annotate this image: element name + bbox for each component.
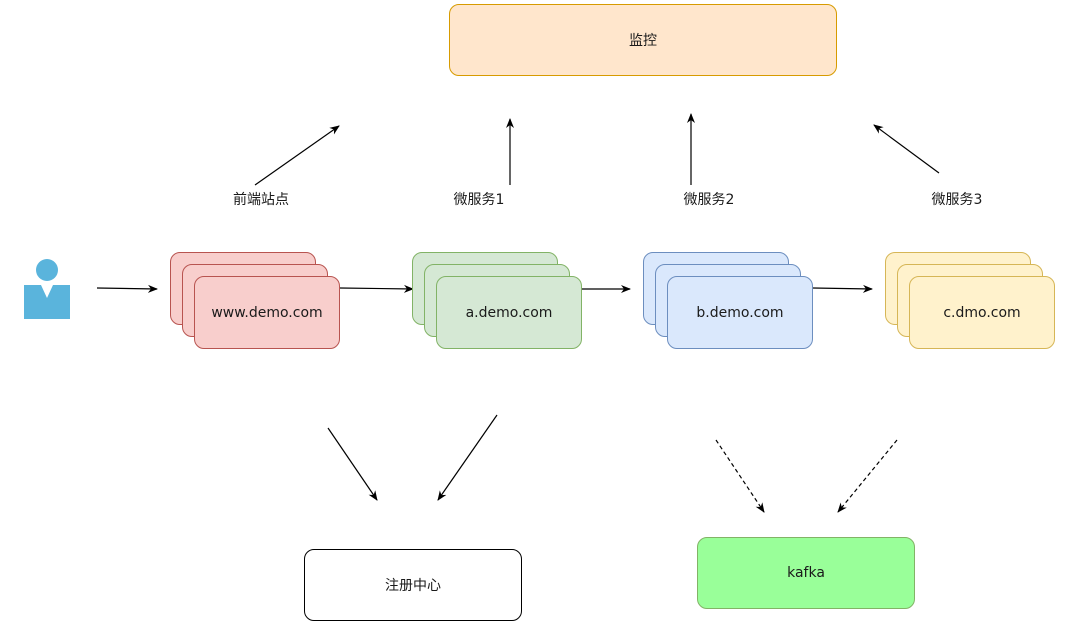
arrow-svc2-to-kafka [715, 439, 765, 513]
arrow-svc2-to-svc3 [812, 284, 873, 293]
svc3-node: c.dmo.com [909, 276, 1055, 349]
svc1-caption: 微服务1 [453, 192, 505, 208]
arrow-svc1-to-registry [437, 414, 498, 501]
frontend-caption: 前端站点 [233, 192, 289, 208]
registry-label: 注册中心 [385, 578, 441, 594]
arrow-frontend-to-svc1 [339, 284, 414, 293]
arrow-svc3-to-monitor [873, 124, 940, 174]
arrow-svc3-to-kafka [837, 439, 898, 513]
kafka-box: kafka [697, 537, 915, 609]
arrow-user-to-frontend [96, 284, 158, 293]
svc1-host: a.demo.com [465, 304, 553, 321]
arrow-frontend-to-registry [327, 427, 378, 501]
svc3-host: c.dmo.com [943, 304, 1021, 321]
svc1-node: a.demo.com [436, 276, 582, 349]
svc2-host: b.demo.com [696, 304, 784, 321]
monitor-label: 监控 [629, 33, 657, 49]
frontend-host: www.demo.com [211, 304, 323, 321]
monitor-box: 监控 [449, 4, 837, 76]
kafka-label: kafka [787, 565, 825, 581]
svc3-caption: 微服务3 [931, 192, 983, 208]
user-icon [24, 258, 70, 320]
arrow-frontend-to-monitor [254, 125, 340, 186]
svc2-node: b.demo.com [667, 276, 813, 349]
registry-box: 注册中心 [304, 549, 522, 621]
svc2-caption: 微服务2 [683, 192, 735, 208]
frontend-node: www.demo.com [194, 276, 340, 349]
